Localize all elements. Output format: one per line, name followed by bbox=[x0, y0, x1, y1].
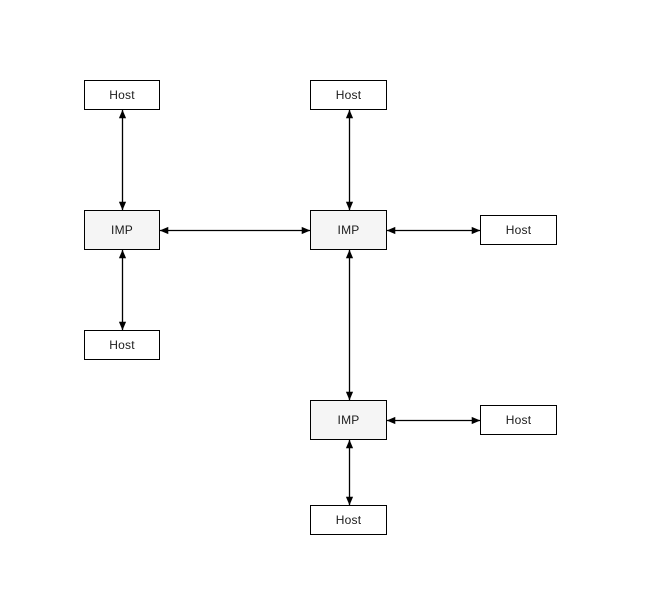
host-top-center-node: Host bbox=[310, 80, 387, 110]
host-mid-left-node: Host bbox=[84, 330, 160, 360]
node-label: IMP bbox=[111, 223, 133, 237]
node-label: Host bbox=[109, 338, 135, 352]
node-label: IMP bbox=[337, 413, 360, 427]
node-label: Host bbox=[335, 88, 362, 102]
node-label: Host bbox=[109, 88, 135, 102]
imp-left-node: IMP bbox=[84, 210, 160, 250]
host-bottom-node: Host bbox=[310, 505, 387, 535]
host-right-lower-node: Host bbox=[480, 405, 557, 435]
node-label: Host bbox=[505, 413, 532, 427]
host-top-left-node: Host bbox=[84, 80, 160, 110]
host-right-mid-node: Host bbox=[480, 215, 557, 245]
node-label: IMP bbox=[337, 223, 360, 237]
node-label: Host bbox=[505, 223, 532, 237]
imp-center-node: IMP bbox=[310, 210, 387, 250]
imp-lower-node: IMP bbox=[310, 400, 387, 440]
node-label: Host bbox=[335, 513, 362, 527]
